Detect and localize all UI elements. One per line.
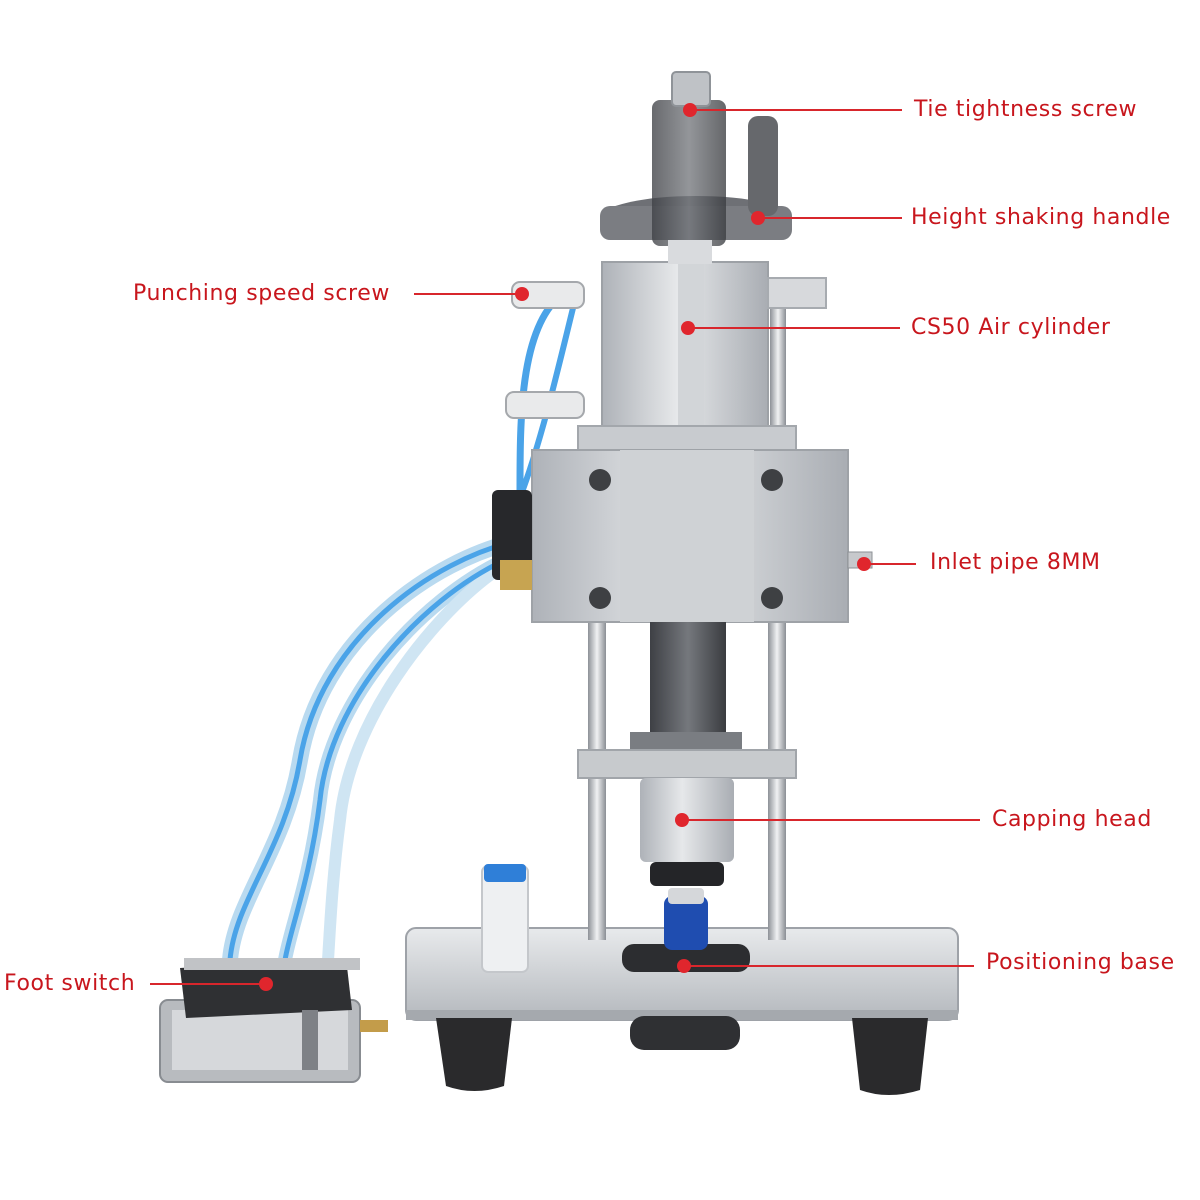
rubber-feet [436, 1016, 928, 1095]
callout-dot-cs50-air-cylinder [681, 321, 695, 335]
callout-dot-punching-speed-screw [515, 287, 529, 301]
callout-dot-height-shaking-handle [751, 211, 765, 225]
label-foot-switch: Foot switch [4, 971, 136, 996]
callout-dot-tie-tightness-screw [683, 103, 697, 117]
label-inlet-pipe-8mm: Inlet pipe 8MM [930, 550, 1101, 575]
capping-spindle [577, 622, 797, 886]
callout-dot-positioning-base [677, 959, 691, 973]
leader-line-height-shaking-handle [758, 217, 902, 219]
air-cylinder-body [601, 261, 827, 433]
guide-rods [588, 300, 786, 940]
label-cs50-air-cylinder: CS50 Air cylinder [911, 315, 1111, 340]
callout-dot-inlet-pipe-8mm [857, 557, 871, 571]
tie-screw-housing [652, 71, 726, 264]
label-positioning-base: Positioning base [986, 950, 1175, 975]
label-punching-speed-screw: Punching speed screw [133, 281, 390, 306]
label-tie-tightness-screw: Tie tightness screw [914, 97, 1138, 122]
leader-line-punching-speed-screw [414, 293, 522, 295]
air-tubes [222, 292, 578, 968]
leader-line-tie-tightness-screw [690, 109, 902, 111]
pneumatic-fittings [492, 281, 585, 590]
label-capping-head: Capping head [992, 807, 1152, 832]
label-height-shaking-handle: Height shaking handle [911, 205, 1171, 230]
callout-dot-capping-head [675, 813, 689, 827]
foot-switch-unit [159, 958, 388, 1083]
sample-vial [481, 864, 529, 973]
callout-dot-foot-switch [259, 977, 273, 991]
leader-line-cs50-air-cylinder [688, 327, 900, 329]
leader-line-foot-switch [150, 983, 266, 985]
leader-line-inlet-pipe-8mm [864, 563, 916, 565]
leader-line-capping-head [682, 819, 980, 821]
leader-line-positioning-base [684, 965, 974, 967]
cylinder-mount-block [531, 425, 873, 623]
